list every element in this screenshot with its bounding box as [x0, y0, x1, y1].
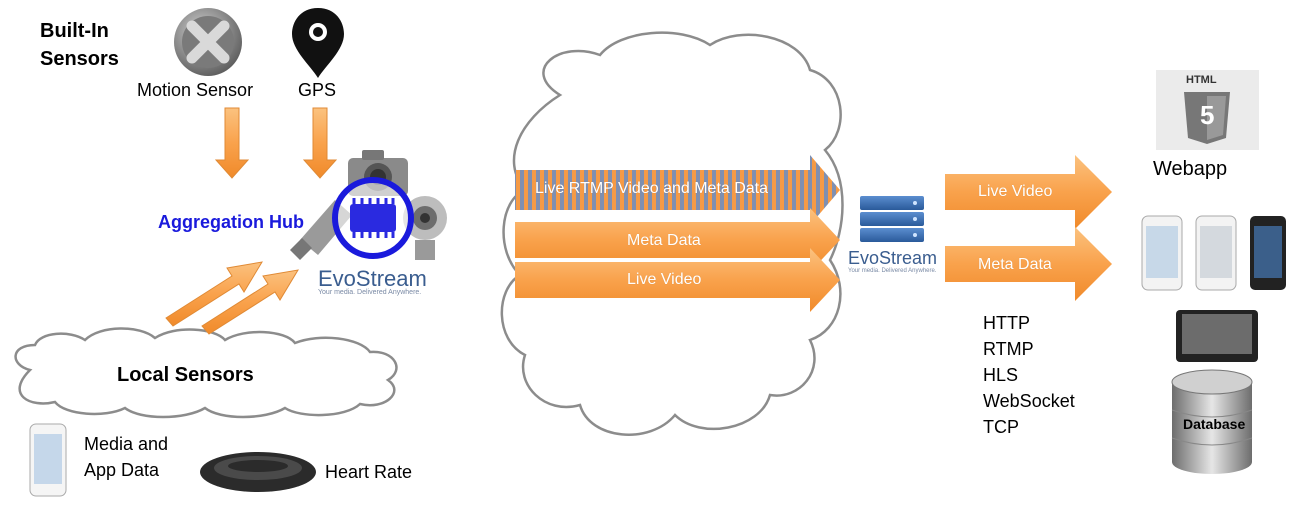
phone-black-icon [1250, 216, 1286, 290]
webapp-label: Webapp [1153, 158, 1228, 180]
gps-pin-icon [292, 8, 344, 78]
out-video-arrow-label: Live Video [978, 183, 1053, 200]
out-video-arrow [945, 155, 1112, 229]
cloud-meta-arrow-label: Meta Data [627, 232, 701, 249]
hub-logo-tagline: Your media. Delivered Anywhere. [318, 289, 422, 296]
media-label-line1: Media and [84, 434, 169, 454]
cloud-meta-arrow [515, 208, 840, 272]
media-label-line2: App Data [84, 460, 160, 480]
protocols-list: HTTP RTMP HLS WebSocket TCP [983, 310, 1075, 440]
protocol-item: TCP [983, 417, 1019, 437]
diag-arrow-2 [201, 269, 299, 335]
html5-icon [1156, 70, 1259, 150]
protocol-item: WebSocket [983, 391, 1075, 411]
server-logo-text: EvoStream [848, 248, 938, 268]
phone-white-2-icon [1195, 215, 1237, 291]
out-meta-arrow-label: Meta Data [978, 256, 1052, 273]
aggregation-hub-label: Aggregation Hub [158, 212, 304, 232]
html5-badge-number: 5 [1200, 100, 1215, 130]
rtmp-arrow [515, 155, 840, 225]
gps-label: GPS [298, 80, 337, 100]
server-logo-tagline: Your media. Delivered Anywhere. [848, 268, 937, 274]
protocol-item: HLS [983, 365, 1019, 385]
database-label: Database [1183, 416, 1246, 432]
local-sensors-label: Local Sensors [117, 364, 254, 386]
webcam-icon [403, 196, 447, 260]
wristband-icon [200, 452, 316, 492]
chip-icon [332, 177, 414, 259]
phone-white-1-icon [1141, 215, 1183, 291]
database-icon [1171, 369, 1253, 474]
motion-sensor-label: Motion Sensor [137, 80, 254, 100]
out-meta-arrow [945, 227, 1112, 301]
server-stack-icon [860, 196, 924, 242]
protocol-item: RTMP [983, 339, 1034, 359]
tablet-icon [1176, 310, 1258, 362]
rtmp-arrow-label: Live RTMP Video and Meta Data [535, 180, 769, 197]
hub-logo-text: EvoStream [318, 266, 427, 291]
heart-rate-label: Heart Rate [325, 462, 413, 482]
built-in-heading-line1: Built-In [40, 20, 109, 42]
phone-icon [29, 423, 67, 497]
cloud-video-arrow-label: Live Video [627, 271, 702, 288]
html5-badge-text: HTML [1186, 74, 1217, 86]
motion-sensor-icon [174, 8, 242, 76]
local-sensors-cloud [14, 327, 398, 419]
diag-arrow-1 [165, 261, 263, 327]
down-arrow-gps [302, 107, 338, 179]
built-in-heading-line2: Sensors [40, 48, 119, 70]
cloud-video-arrow [515, 248, 840, 312]
protocol-item: HTTP [983, 313, 1030, 333]
down-arrow-motion [214, 107, 250, 179]
